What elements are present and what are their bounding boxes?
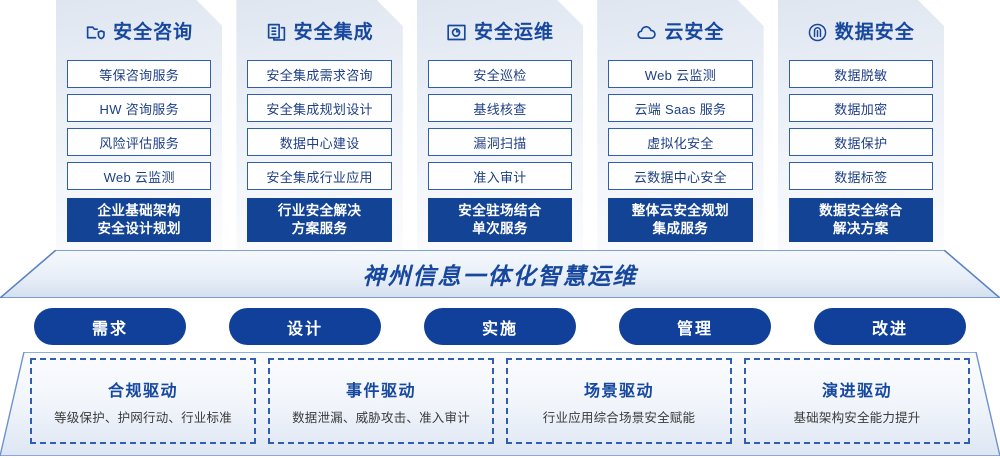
service-item[interactable]: 安全集成需求咨询 xyxy=(247,60,391,88)
service-item[interactable]: Web 云监测 xyxy=(67,162,211,190)
driver-subtitle: 数据泄漏、威胁攻击、准入审计 xyxy=(292,410,470,425)
highlight-line: 安全设计规划 xyxy=(97,221,181,237)
service-item[interactable]: HW 咨询服务 xyxy=(67,94,211,122)
drivers-list: 合规驱动 等级保护、护网行动、行业标准 事件驱动 数据泄漏、威胁攻击、准入审计 … xyxy=(0,358,1000,444)
service-item[interactable]: 安全集成行业应用 xyxy=(247,162,391,190)
highlight-line: 解决方案 xyxy=(833,221,889,237)
highlight-line: 方案服务 xyxy=(291,221,348,237)
service-item[interactable]: 等保咨询服务 xyxy=(67,60,211,88)
driver-title: 场景驱动 xyxy=(583,382,654,400)
column-highlight-box[interactable]: 企业基础架构 安全设计规划 xyxy=(67,198,211,242)
platform-banner-title: 神州信息一体化智慧运维 xyxy=(362,263,638,289)
service-item[interactable]: 安全集成规划设计 xyxy=(247,94,391,122)
driver-subtitle: 行业应用综合场景安全赋能 xyxy=(542,410,696,425)
capability-column-security-consulting[interactable]: 安全咨询 等保咨询服务 HW 咨询服务 风险评估服务 Web 云监测 企业基础架… xyxy=(56,0,222,258)
platform-banner: 神州信息一体化智慧运维 xyxy=(0,250,1000,298)
highlight-line: 单次服务 xyxy=(472,221,528,237)
driver-title: 演进驱动 xyxy=(821,382,892,400)
column-header: 安全咨询 xyxy=(67,10,211,54)
service-item[interactable]: 虚拟化安全 xyxy=(608,128,752,156)
highlight-line: 安全驻场结合 xyxy=(458,203,542,218)
driver-evolution[interactable]: 演进驱动 基础架构安全能力提升 xyxy=(744,358,970,444)
column-title: 安全集成 xyxy=(293,21,374,43)
driver-compliance[interactable]: 合规驱动 等级保护、护网行动、行业标准 xyxy=(30,358,256,444)
column-header: 安全运维 xyxy=(428,10,572,54)
stacked-documents-icon xyxy=(266,22,287,43)
folder-shield-icon xyxy=(85,22,106,43)
capability-column-data-security[interactable]: 数据安全 数据脱敏 数据加密 数据保护 数据标签 数据安全综合 解决方案 xyxy=(778,0,944,258)
service-item[interactable]: 漏洞扫描 xyxy=(428,128,572,156)
column-highlight-box[interactable]: 安全驻场结合 单次服务 xyxy=(428,198,572,242)
driver-incident[interactable]: 事件驱动 数据泄漏、威胁攻击、准入审计 xyxy=(268,358,494,444)
column-title: 安全咨询 xyxy=(113,21,194,43)
highlight-line: 整体云安全规划 xyxy=(631,203,730,218)
service-item[interactable]: 数据标签 xyxy=(789,162,933,190)
driver-title: 合规驱动 xyxy=(107,382,178,400)
cloud-icon xyxy=(636,22,657,43)
pill-requirement[interactable]: 需求 xyxy=(34,308,186,345)
driver-scenario[interactable]: 场景驱动 行业应用综合场景安全赋能 xyxy=(506,358,732,444)
highlight-line: 企业基础架构 xyxy=(97,203,181,218)
capability-columns: 安全咨询 等保咨询服务 HW 咨询服务 风险评估服务 Web 云监测 企业基础架… xyxy=(0,0,1000,258)
driver-title: 事件驱动 xyxy=(345,382,416,400)
capability-column-cloud-security[interactable]: 云安全 Web 云监测 云端 Saas 服务 虚拟化安全 云数据中心安全 整体云… xyxy=(597,0,763,258)
column-header: 云安全 xyxy=(608,10,752,54)
service-item[interactable]: 数据脱敏 xyxy=(789,60,933,88)
service-item[interactable]: 基线核查 xyxy=(428,94,572,122)
service-item[interactable]: Web 云监测 xyxy=(608,60,752,88)
capability-column-security-integration[interactable]: 安全集成 安全集成需求咨询 安全集成规划设计 数据中心建设 安全集成行业应用 行… xyxy=(236,0,402,258)
service-item[interactable]: 云端 Saas 服务 xyxy=(608,94,752,122)
highlight-line: 集成服务 xyxy=(652,221,709,237)
pill-implementation[interactable]: 实施 xyxy=(424,308,576,345)
highlight-line: 行业安全解决 xyxy=(277,203,362,218)
lifecycle-pills: 需求 设计 实施 管理 改进 xyxy=(0,308,1000,348)
column-highlight-box[interactable]: 行业安全解决 方案服务 xyxy=(247,198,391,242)
highlight-line: 数据安全综合 xyxy=(819,203,903,218)
service-item[interactable]: 数据保护 xyxy=(789,128,933,156)
service-item[interactable]: 风险评估服务 xyxy=(67,128,211,156)
driver-subtitle: 基础架构安全能力提升 xyxy=(793,410,921,425)
pill-improvement[interactable]: 改进 xyxy=(814,308,966,345)
capability-column-security-operations[interactable]: 安全运维 安全巡检 基线核查 漏洞扫描 准入审计 安全驻场结合 单次服务 xyxy=(417,0,583,258)
column-title: 云安全 xyxy=(664,21,725,43)
driver-subtitle: 等级保护、护网行动、行业标准 xyxy=(54,410,232,425)
monitor-chart-icon xyxy=(446,22,467,43)
column-highlight-box[interactable]: 数据安全综合 解决方案 xyxy=(789,198,933,242)
pill-management[interactable]: 管理 xyxy=(619,308,771,345)
column-highlight-box[interactable]: 整体云安全规划 集成服务 xyxy=(608,198,752,242)
column-header: 安全集成 xyxy=(247,10,391,54)
pill-design[interactable]: 设计 xyxy=(229,308,381,345)
column-title: 数据安全 xyxy=(834,21,915,43)
column-header: 数据安全 xyxy=(789,10,933,54)
service-item[interactable]: 安全巡检 xyxy=(428,60,572,88)
service-item[interactable]: 云数据中心安全 xyxy=(608,162,752,190)
service-item[interactable]: 准入审计 xyxy=(428,162,572,190)
fingerprint-icon xyxy=(807,22,828,43)
service-item[interactable]: 数据加密 xyxy=(789,94,933,122)
column-title: 安全运维 xyxy=(473,21,554,43)
service-item[interactable]: 数据中心建设 xyxy=(247,128,391,156)
